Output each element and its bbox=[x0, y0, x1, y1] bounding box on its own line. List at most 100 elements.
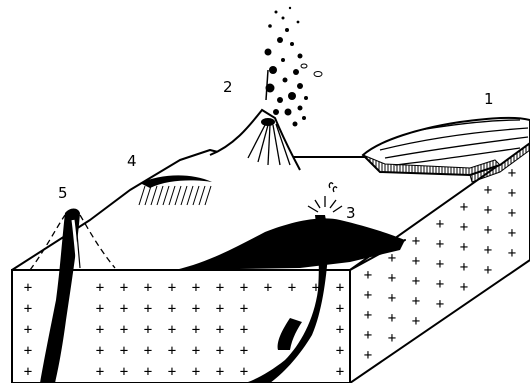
cross-mark: + bbox=[460, 220, 468, 236]
cross-mark: + bbox=[96, 301, 104, 317]
ejecta-fragment bbox=[265, 49, 272, 56]
ejecta-streak bbox=[266, 70, 268, 100]
label-3: 3 bbox=[346, 204, 356, 222]
cross-mark: + bbox=[96, 322, 104, 338]
cross-mark: + bbox=[508, 246, 516, 262]
cross-mark: + bbox=[120, 364, 128, 380]
hatch-line bbox=[205, 186, 211, 205]
ejecta-fragment bbox=[290, 42, 294, 46]
ejecta-fragment bbox=[302, 116, 306, 120]
cross-mark: + bbox=[412, 273, 420, 289]
cross-mark: + bbox=[216, 343, 224, 359]
cross-mark: + bbox=[216, 301, 224, 317]
cross-mark: + bbox=[364, 267, 372, 283]
hatch-line bbox=[151, 186, 157, 205]
cross-mark: + bbox=[24, 280, 32, 296]
hatch-line bbox=[145, 186, 151, 205]
volcanic-ejecta bbox=[265, 7, 323, 127]
cross-mark: + bbox=[460, 200, 468, 216]
block-right-face: +++++++++++++++++++++++++++++++++++ bbox=[350, 143, 530, 383]
cross-mark: + bbox=[24, 364, 32, 380]
cross-mark: + bbox=[436, 297, 444, 313]
cross-mark: + bbox=[240, 301, 248, 317]
cross-mark: + bbox=[364, 347, 372, 363]
cross-mark: + bbox=[336, 364, 344, 380]
cross-mark: + bbox=[508, 226, 516, 242]
cross-mark: + bbox=[336, 301, 344, 317]
ejecta-fragment bbox=[304, 96, 308, 100]
label-4: 4 bbox=[127, 152, 137, 170]
cross-mark: + bbox=[192, 343, 200, 359]
cross-mark: + bbox=[24, 343, 32, 359]
ejecta-fragment bbox=[289, 7, 291, 9]
cross-mark: + bbox=[24, 301, 32, 317]
ejecta-fragment bbox=[293, 122, 298, 127]
cross-mark: + bbox=[240, 280, 248, 296]
cross-mark: + bbox=[484, 183, 492, 199]
hatch-line bbox=[139, 186, 145, 205]
cross-mark: + bbox=[388, 330, 396, 346]
cross-mark: + bbox=[120, 280, 128, 296]
cross-mark: + bbox=[484, 243, 492, 259]
cross-mark: + bbox=[508, 166, 516, 182]
label-1: 1 bbox=[484, 90, 494, 108]
cross-mark: + bbox=[168, 343, 176, 359]
ejecta-fragment bbox=[282, 17, 285, 20]
cross-mark: + bbox=[144, 301, 152, 317]
cross-mark: + bbox=[508, 186, 516, 202]
hatch-line bbox=[169, 186, 175, 205]
cross-mark: + bbox=[364, 307, 372, 323]
cross-mark: + bbox=[460, 280, 468, 296]
cross-mark: + bbox=[144, 364, 152, 380]
ejecta-fragment bbox=[285, 28, 289, 32]
cross-mark: + bbox=[144, 343, 152, 359]
hatch-line bbox=[187, 186, 193, 205]
cross-mark: + bbox=[484, 263, 492, 279]
cross-mark: + bbox=[336, 322, 344, 338]
label-5: 5 bbox=[58, 184, 68, 202]
cross-mark: + bbox=[388, 250, 396, 266]
ejecta-fragment bbox=[301, 64, 307, 68]
ejecta-fragment bbox=[314, 72, 322, 77]
cross-mark: + bbox=[388, 290, 396, 306]
cross-mark: + bbox=[192, 322, 200, 338]
cross-mark: + bbox=[388, 310, 396, 326]
ejecta-fragment bbox=[275, 11, 278, 14]
ejecta-fragment bbox=[281, 58, 285, 62]
ridge-hatching bbox=[139, 186, 211, 205]
hatch-line bbox=[199, 186, 205, 205]
cross-mark: + bbox=[192, 301, 200, 317]
cross-mark: + bbox=[288, 280, 296, 296]
hatch-line bbox=[157, 186, 163, 205]
cross-mark: + bbox=[96, 364, 104, 380]
ejecta-fragment bbox=[298, 106, 303, 111]
hatch-line bbox=[163, 186, 169, 205]
cross-mark: + bbox=[144, 322, 152, 338]
cross-mark: + bbox=[412, 253, 420, 269]
cross-mark: + bbox=[144, 280, 152, 296]
cross-mark: + bbox=[240, 343, 248, 359]
cross-mark: + bbox=[24, 322, 32, 338]
cross-mark: + bbox=[412, 233, 420, 249]
ejecta-fragment bbox=[268, 24, 272, 28]
cross-mark: + bbox=[168, 301, 176, 317]
cross-mark: + bbox=[412, 313, 420, 329]
cross-mark: + bbox=[364, 287, 372, 303]
ejecta-fragment bbox=[283, 78, 288, 83]
cross-mark: + bbox=[240, 322, 248, 338]
cross-mark: + bbox=[388, 270, 396, 286]
cross-mark: + bbox=[264, 280, 272, 296]
cross-mark: + bbox=[336, 343, 344, 359]
ejecta-fragment bbox=[277, 97, 283, 103]
vent-spray bbox=[308, 183, 342, 212]
cross-mark: + bbox=[120, 301, 128, 317]
cross-mark: + bbox=[436, 257, 444, 273]
cross-mark: + bbox=[460, 240, 468, 256]
cross-mark: + bbox=[192, 364, 200, 380]
cross-mark: + bbox=[216, 280, 224, 296]
cross-mark: + bbox=[484, 203, 492, 219]
cross-mark: + bbox=[436, 217, 444, 233]
cross-mark: + bbox=[436, 277, 444, 293]
